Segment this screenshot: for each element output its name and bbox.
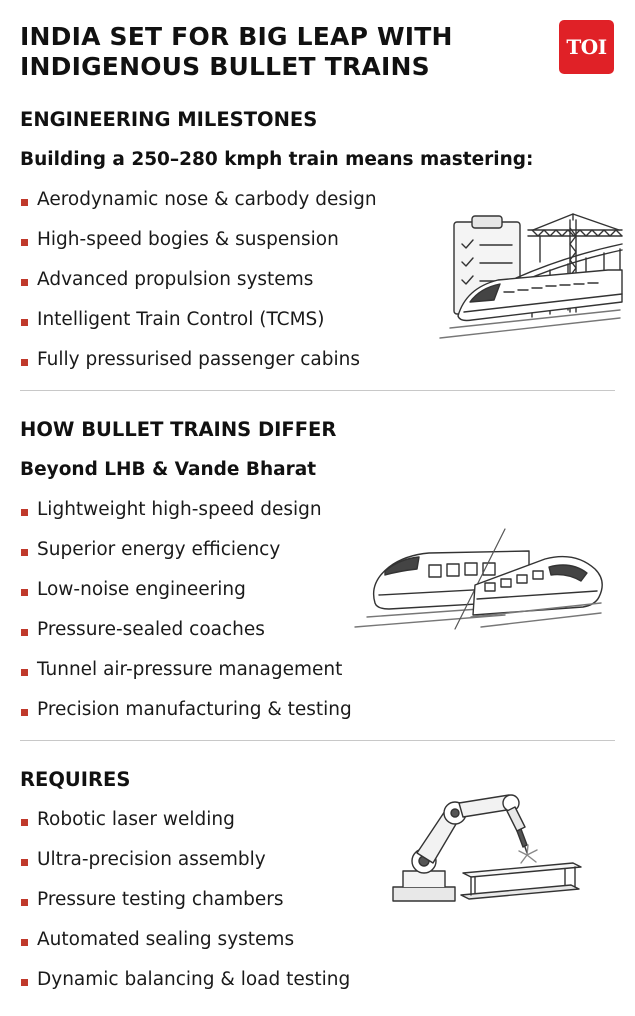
bullet-square-icon	[21, 509, 28, 516]
list-item-text: Advanced propulsion systems	[37, 269, 314, 290]
list-item: Advanced propulsion systems	[20, 260, 377, 300]
list-item: Lightweight high-speed design	[20, 490, 352, 530]
list-item-text: High-speed bogies & suspension	[37, 229, 339, 250]
requires-list: Robotic laser welding Ultra-precision as…	[20, 800, 350, 1000]
clipboard-crane-train-illustration	[439, 213, 623, 339]
list-item-text: Fully pressurised passenger cabins	[37, 349, 361, 370]
list-item: Fully pressurised passenger cabins	[20, 340, 377, 380]
bullet-square-icon	[21, 859, 28, 866]
list-item-text: Low-noise engineering	[37, 579, 246, 600]
bullet-square-icon	[21, 819, 28, 826]
section-heading-how-bullet-trains-differ: HOW BULLET TRAINS DIFFER	[20, 418, 337, 441]
title-line-1: INDIA SET FOR BIG LEAP WITH	[20, 22, 453, 51]
list-item: Precision manufacturing & testing	[20, 690, 352, 730]
list-item: Automated sealing systems	[20, 920, 350, 960]
list-item-text: Robotic laser welding	[37, 809, 235, 830]
list-item-text: Aerodynamic nose & carbody design	[37, 189, 377, 210]
list-item-text: Pressure testing chambers	[37, 889, 284, 910]
list-item-text: Ultra-precision assembly	[37, 849, 266, 870]
list-item: Pressure-sealed coaches	[20, 610, 352, 650]
two-bullet-trains-illustration	[354, 528, 603, 630]
section-subheading-engineering: Building a 250–280 kmph train means mast…	[20, 149, 534, 170]
list-item-text: Tunnel air-pressure management	[37, 659, 343, 680]
bullet-square-icon	[21, 199, 28, 206]
bullet-square-icon	[21, 319, 28, 326]
toi-logo: TOI	[559, 20, 614, 74]
list-item: Low-noise engineering	[20, 570, 352, 610]
list-item-text: Automated sealing systems	[37, 929, 295, 950]
list-item: Robotic laser welding	[20, 800, 350, 840]
list-item-text: Dynamic balancing & load testing	[37, 969, 351, 990]
list-item: High-speed bogies & suspension	[20, 220, 377, 260]
how-bullet-trains-differ-list: Lightweight high-speed design Superior e…	[20, 490, 352, 730]
bullet-square-icon	[21, 359, 28, 366]
section-subheading-differ: Beyond LHB & Vande Bharat	[20, 459, 317, 480]
list-item: Pressure testing chambers	[20, 880, 350, 920]
robotic-welding-arm-illustration	[392, 794, 582, 902]
section-heading-requires: REQUIRES	[20, 768, 131, 791]
bullet-square-icon	[21, 279, 28, 286]
bullet-square-icon	[21, 629, 28, 636]
bullet-square-icon	[21, 979, 28, 986]
page-title: INDIA SET FOR BIG LEAP WITH INDIGENOUS B…	[20, 22, 540, 82]
list-item-text: Lightweight high-speed design	[37, 499, 322, 520]
section-divider	[20, 390, 615, 391]
list-item-text: Precision manufacturing & testing	[37, 699, 352, 720]
list-item: Ultra-precision assembly	[20, 840, 350, 880]
bullet-square-icon	[21, 899, 28, 906]
engineering-milestones-list: Aerodynamic nose & carbody design High-s…	[20, 180, 377, 380]
list-item: Intelligent Train Control (TCMS)	[20, 300, 377, 340]
bullet-square-icon	[21, 239, 28, 246]
list-item-text: Superior energy efficiency	[37, 539, 281, 560]
title-line-2: INDIGENOUS BULLET TRAINS	[20, 52, 430, 81]
bullet-square-icon	[21, 709, 28, 716]
section-heading-engineering-milestones: ENGINEERING MILESTONES	[20, 108, 318, 131]
list-item: Superior energy efficiency	[20, 530, 352, 570]
bullet-square-icon	[21, 589, 28, 596]
list-item: Dynamic balancing & load testing	[20, 960, 350, 1000]
list-item-text: Intelligent Train Control (TCMS)	[37, 309, 325, 330]
list-item: Aerodynamic nose & carbody design	[20, 180, 377, 220]
bullet-square-icon	[21, 669, 28, 676]
bullet-square-icon	[21, 939, 28, 946]
list-item: Tunnel air-pressure management	[20, 650, 352, 690]
section-divider	[20, 740, 615, 741]
list-item-text: Pressure-sealed coaches	[37, 619, 265, 640]
bullet-square-icon	[21, 549, 28, 556]
